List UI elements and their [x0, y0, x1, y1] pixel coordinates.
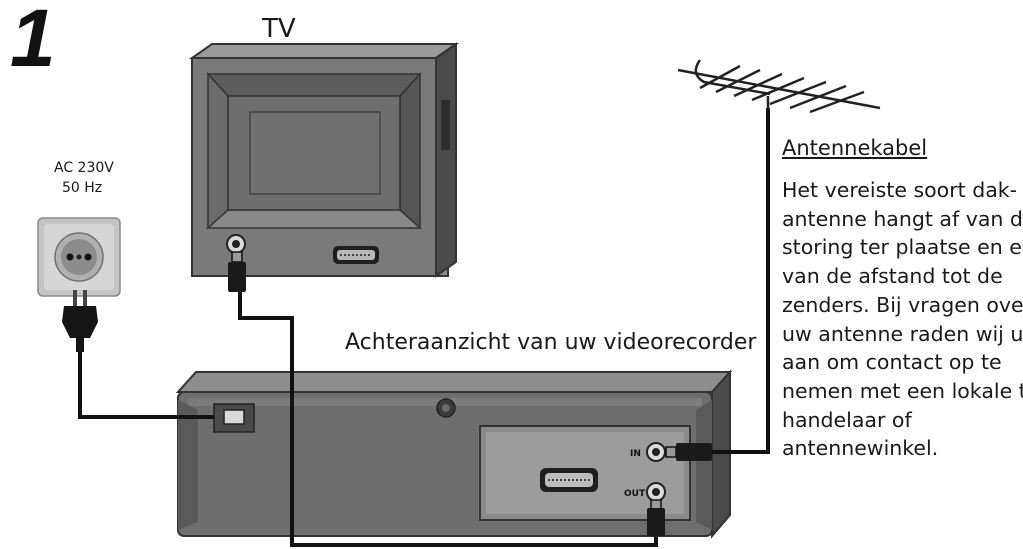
- coax-plug-icon: [647, 499, 665, 536]
- vcr-icon: IN OUT: [175, 369, 733, 539]
- tv-icon: [188, 42, 460, 278]
- port-in-label: IN: [630, 449, 641, 459]
- antenna-icon: [677, 59, 881, 114]
- wall-socket-icon: [37, 217, 121, 297]
- description-line: zenders. Bij vragen over: [782, 292, 1023, 317]
- power-voltage-label: AC 230V: [54, 160, 114, 176]
- description-line: aan om contact op te: [782, 350, 1002, 375]
- description-line: storing ter plaatse en en: [782, 235, 1023, 260]
- description-line: antennewinkel.: [782, 436, 939, 461]
- power-plug-icon: [62, 290, 98, 352]
- description-line: nemen met een lokale tv-: [782, 378, 1023, 403]
- description-line: uw antenne raden wij u: [782, 321, 1023, 346]
- antenna-description: Het vereiste soort dak- antenne hangt af…: [782, 176, 1023, 463]
- power-cable: [78, 352, 214, 419]
- scart-connector-icon: [333, 246, 379, 264]
- coax-plug-icon: [665, 443, 712, 461]
- vcr-rear-view-label: Achteraanzicht van uw videorecorder: [345, 330, 757, 355]
- description-line: antenne hangt af van de: [782, 206, 1023, 231]
- roof-antenna-cable: [712, 108, 770, 454]
- description-line: van de afstand tot de: [782, 264, 1003, 289]
- scart-connector-icon: [540, 468, 598, 492]
- description-line: handelaar of: [782, 407, 912, 432]
- tv-antenna-cable: [238, 290, 658, 547]
- power-frequency-label: 50 Hz: [62, 180, 103, 196]
- tv-label: TV: [262, 14, 296, 44]
- cables: [78, 108, 770, 547]
- antenna-cable-label: Antennekabel: [782, 136, 928, 160]
- coax-plug-icon: [228, 251, 246, 292]
- description-line: Het vereiste soort dak-: [782, 178, 1018, 202]
- step-number: 1: [10, 0, 56, 84]
- port-out-label: OUT: [624, 489, 646, 499]
